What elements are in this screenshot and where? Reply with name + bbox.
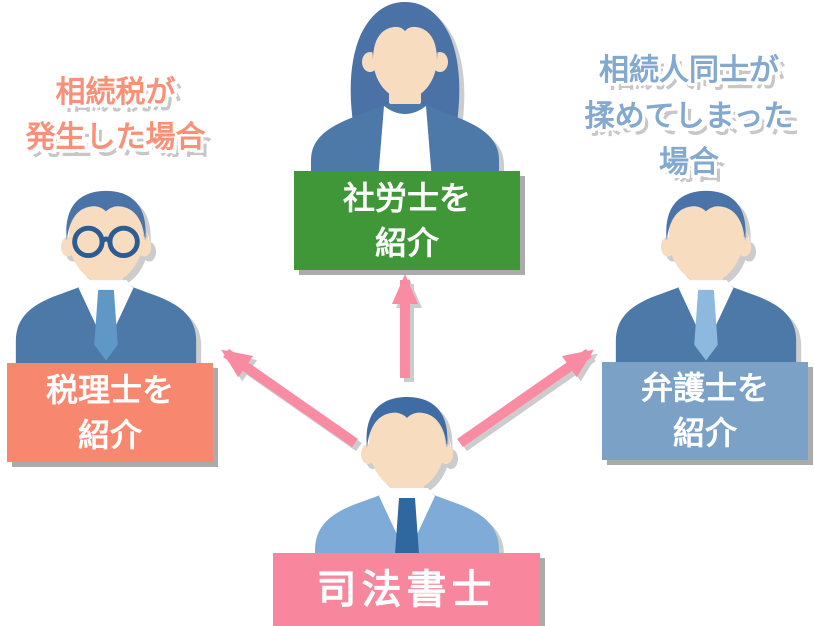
sharoushi-referral-box: 社労士を 紹介 — [294, 171, 520, 270]
caption-line: 相続税が — [55, 75, 176, 110]
figure-body — [615, 190, 797, 365]
caption-line: 場合 — [659, 144, 719, 180]
figure-body — [15, 190, 197, 365]
male-scrivener-figure — [315, 397, 499, 574]
caption-line: 発生した場合 — [25, 120, 206, 155]
caption-heir-dispute-case: 相続人同士が 揉めてしまった 場合 — [565, 48, 813, 186]
box-label-line: 紹介 — [374, 223, 439, 262]
caption-line: 相続人同士が — [599, 53, 779, 88]
arrow-to-zeirishi — [221, 348, 358, 448]
figure-body — [311, 13, 499, 180]
figure-body — [315, 397, 499, 574]
shihoushoshi-title-box: 司法書士 — [273, 553, 540, 626]
male-consultant-glasses-figure — [15, 190, 197, 365]
caption-line: 揉めてしまった — [584, 98, 794, 134]
arrow-to-bengoshi — [457, 348, 594, 448]
box-label-line: 紹介 — [77, 415, 142, 454]
box-label-line: 司法書士 — [316, 566, 497, 613]
box-label-line: 弁護士を — [640, 369, 769, 408]
male-consultant-figure — [615, 190, 797, 365]
box-label-line: 税理士を — [45, 370, 174, 409]
caption-inheritance-tax-case: 相続税が 発生した場合 — [8, 70, 223, 160]
female-consultant-figure — [311, 2, 499, 180]
bengoshi-referral-box: 弁護士を 紹介 — [602, 362, 808, 460]
box-label-line: 紹介 — [672, 414, 737, 452]
glasses-icon — [72, 225, 140, 259]
zeirishi-referral-box: 税理士を 紹介 — [7, 363, 213, 462]
box-label-line: 社労士を — [342, 178, 471, 217]
